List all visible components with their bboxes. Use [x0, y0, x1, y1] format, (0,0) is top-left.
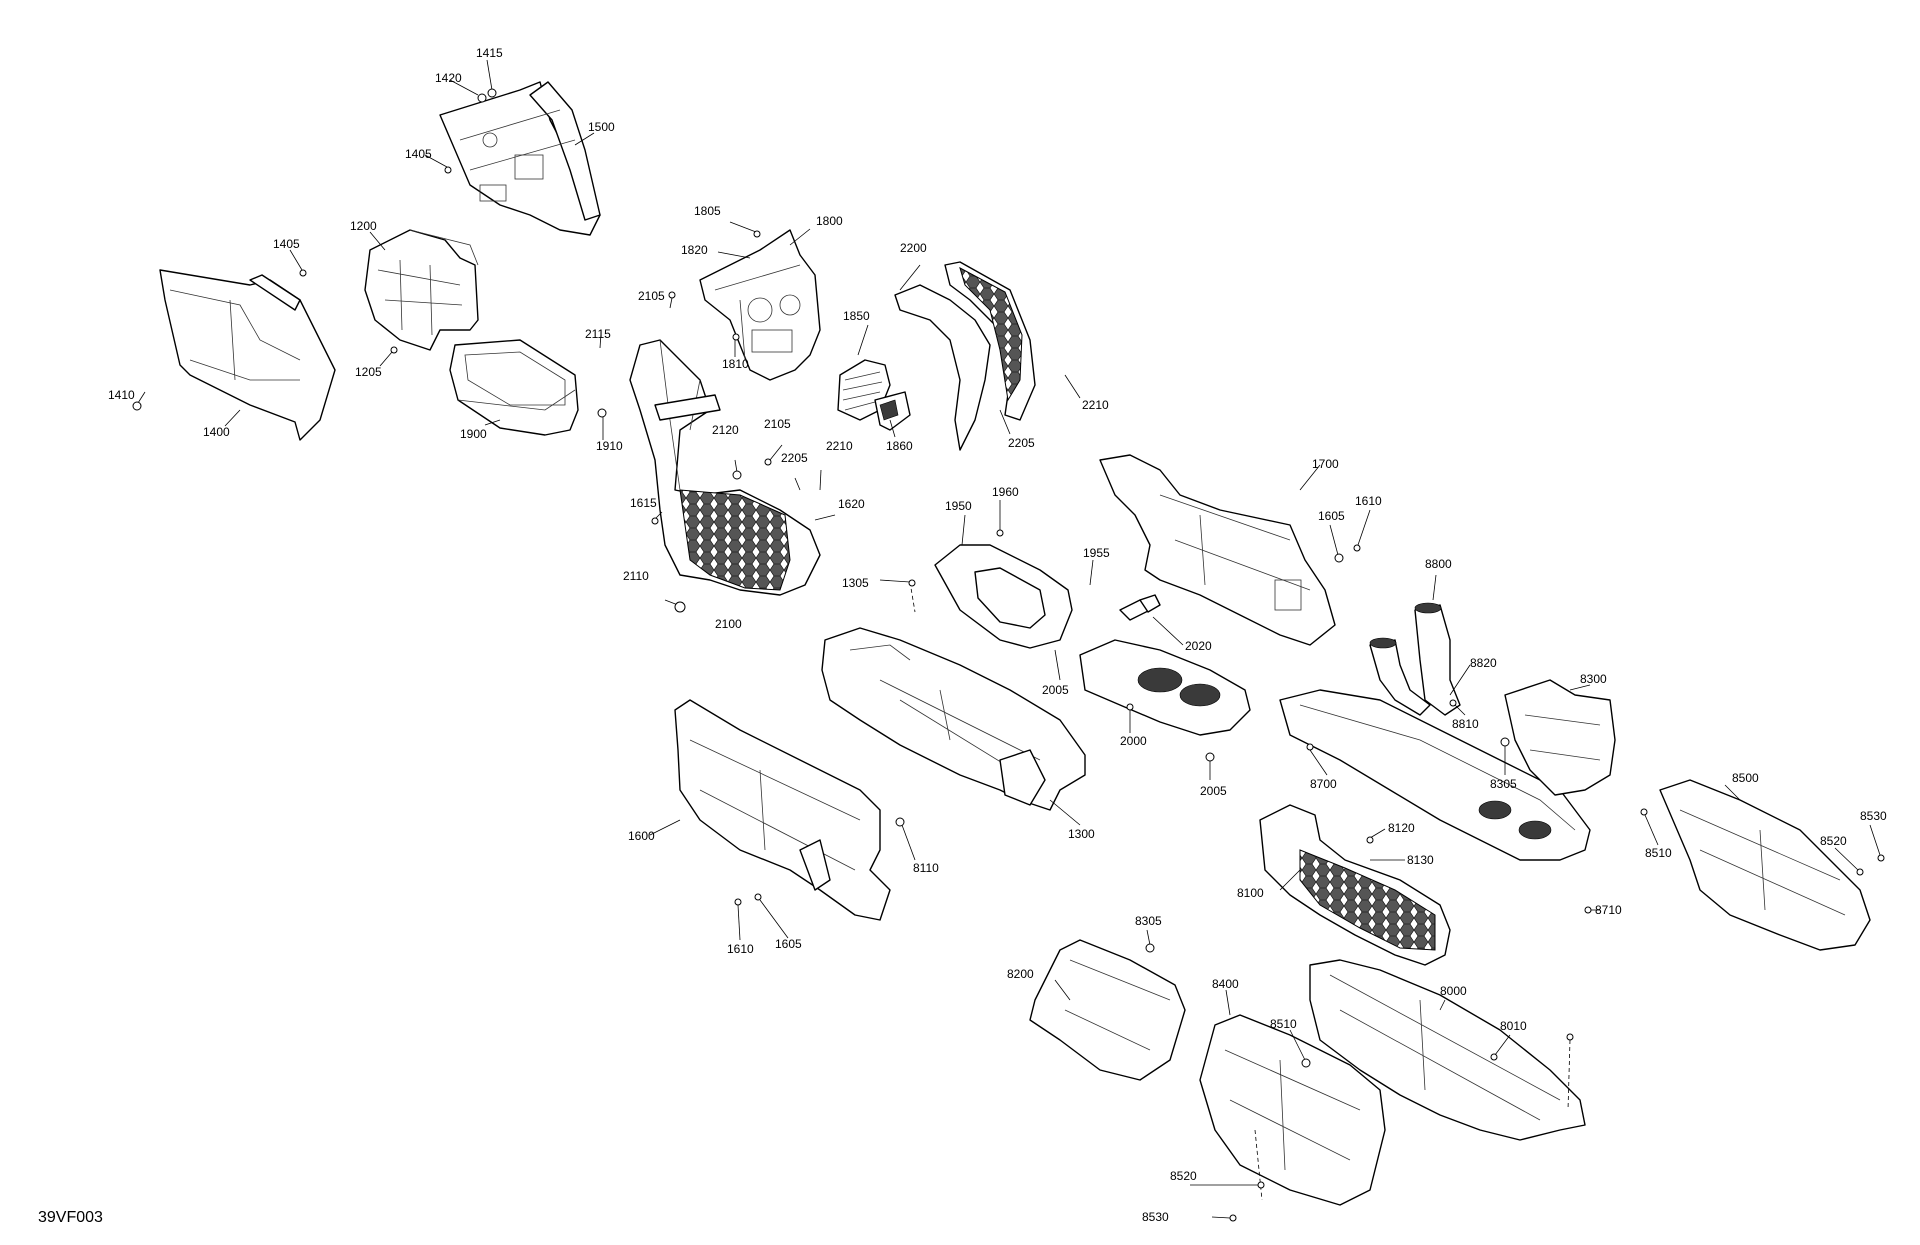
- leader-lines: [137, 59, 1881, 1219]
- callout-1405: 1405: [273, 237, 300, 251]
- part-8300: [1504, 679, 1616, 796]
- callout-1420: 1420: [435, 71, 462, 85]
- callout-8010: 8010: [1500, 1019, 1527, 1033]
- callout-1410: 1410: [108, 388, 135, 402]
- part-8500: [1659, 779, 1871, 951]
- callout-2205: 2205: [1008, 436, 1035, 450]
- callout-1955: 1955: [1083, 546, 1110, 560]
- callout-8300: 8300: [1580, 672, 1607, 686]
- callout-8800: 8800: [1425, 557, 1452, 571]
- part-8200: [1029, 939, 1186, 1081]
- callout-8810: 8810: [1452, 717, 1479, 731]
- part-2000: [1079, 639, 1251, 736]
- callout-2005: 2005: [1200, 784, 1227, 798]
- callout-2205: 2205: [781, 451, 808, 465]
- callout-1205: 1205: [355, 365, 382, 379]
- callout-2005: 2005: [1042, 683, 1069, 697]
- part-1400: [159, 269, 336, 441]
- callout-1400: 1400: [203, 425, 230, 439]
- part-1860: [874, 391, 911, 431]
- callout-8530: 8530: [1142, 1210, 1169, 1224]
- callout-8700: 8700: [1310, 777, 1337, 791]
- callout-1800: 1800: [816, 214, 843, 228]
- callout-1500: 1500: [588, 120, 615, 134]
- callout-8130: 8130: [1407, 853, 1434, 867]
- part-8400: [1199, 1014, 1386, 1206]
- callout-8305: 8305: [1490, 777, 1517, 791]
- part-1300: [821, 627, 1086, 811]
- callout-2110: 2110: [623, 569, 649, 583]
- part-8700: [1279, 689, 1591, 861]
- part-1200: [364, 229, 479, 351]
- callout-1700: 1700: [1312, 457, 1339, 471]
- callout-1615: 1615: [630, 496, 657, 510]
- callout-1610: 1610: [1355, 494, 1382, 508]
- callout-2210: 2210: [826, 439, 853, 453]
- callout-8500: 8500: [1732, 771, 1759, 785]
- drawing-code: 39VF003: [38, 1209, 103, 1226]
- callout-1910: 1910: [596, 439, 623, 453]
- callout-1300: 1300: [1068, 827, 1095, 841]
- callout-2200: 2200: [900, 241, 927, 255]
- part-8100: [1259, 804, 1451, 966]
- callout-1405: 1405: [405, 147, 432, 161]
- callout-8100: 8100: [1237, 886, 1264, 900]
- part-8000: [1309, 959, 1586, 1141]
- callout-labels: 1415 1420 1500 1405 1405 1200 1410 1205 …: [108, 46, 1887, 1224]
- part-1700: [1099, 454, 1336, 646]
- callout-8305: 8305: [1135, 914, 1162, 928]
- callout-1950: 1950: [945, 499, 972, 513]
- callout-1820: 1820: [681, 243, 708, 257]
- part-1600: [674, 699, 891, 921]
- callout-1415: 1415: [476, 46, 503, 60]
- part-1950: [934, 544, 1073, 649]
- part-1500: [439, 81, 601, 236]
- callout-2120: 2120: [712, 423, 739, 437]
- callout-2100: 2100: [715, 617, 742, 631]
- callout-2020: 2020: [1185, 639, 1212, 653]
- callout-8510: 8510: [1645, 846, 1672, 860]
- callout-8530: 8530: [1860, 809, 1887, 823]
- callout-1305: 1305: [842, 576, 869, 590]
- callout-1605: 1605: [775, 937, 802, 951]
- callout-1200: 1200: [350, 219, 377, 233]
- part-1800: [699, 229, 821, 381]
- part-2020: [1119, 594, 1161, 621]
- callout-1850: 1850: [843, 309, 870, 323]
- callout-8200: 8200: [1007, 967, 1034, 981]
- callout-8000: 8000: [1440, 984, 1467, 998]
- callout-1600: 1600: [628, 829, 655, 843]
- callout-8120: 8120: [1388, 821, 1415, 835]
- callout-8520: 8520: [1820, 834, 1847, 848]
- callout-2105: 2105: [638, 289, 665, 303]
- part-2100: [629, 339, 821, 596]
- callout-1610: 1610: [727, 942, 754, 956]
- callout-2210: 2210: [1082, 398, 1109, 412]
- callout-2105: 2105: [764, 417, 791, 431]
- callout-8520: 8520: [1170, 1169, 1197, 1183]
- part-8800: [1369, 602, 1461, 716]
- callout-1805: 1805: [694, 204, 721, 218]
- callout-1900: 1900: [460, 427, 487, 441]
- callout-8510: 8510: [1270, 1017, 1297, 1031]
- callout-2115: 2115: [585, 327, 611, 341]
- callout-8820: 8820: [1470, 656, 1497, 670]
- callout-1620: 1620: [838, 497, 865, 511]
- part-1900: [449, 339, 579, 436]
- callout-1960: 1960: [992, 485, 1019, 499]
- callout-2000: 2000: [1120, 734, 1147, 748]
- fasteners: [132, 88, 1885, 1222]
- callout-8110: 8110: [913, 861, 939, 875]
- callout-8710: 8710: [1595, 903, 1622, 917]
- callout-1810: 1810: [722, 357, 749, 371]
- callout-1860: 1860: [886, 439, 913, 453]
- part-2200: [894, 261, 1036, 451]
- callout-1605: 1605: [1318, 509, 1345, 523]
- callout-8400: 8400: [1212, 977, 1239, 991]
